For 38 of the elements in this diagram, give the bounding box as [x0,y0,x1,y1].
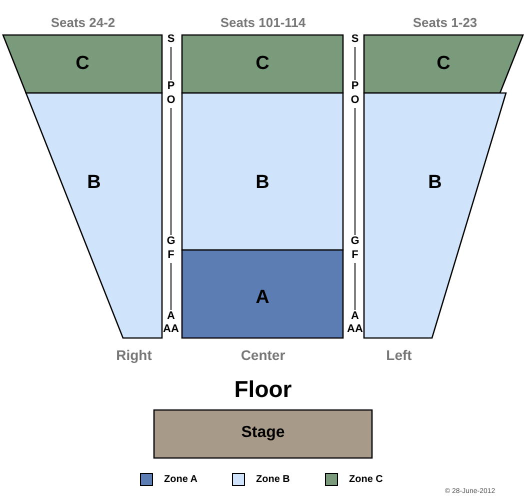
row-letter: G [350,236,360,247]
zone-letter: C [254,52,270,75]
stage-label: Stage [240,424,286,442]
row-letter: O [166,95,176,106]
row-letter: A [167,311,175,322]
zone-letter: A [254,286,270,309]
legend-label: Zone C [349,474,383,485]
seating-section [26,93,162,338]
seat-range-label: Seats 1-23 [412,16,478,29]
floor-label: Floor [234,378,292,401]
row-letter: O [350,95,360,106]
row-letter: P [351,81,359,92]
row-letter: S [351,34,359,45]
zone-letter: B [427,172,443,194]
row-letter: F [168,250,174,261]
zone-letter: B [254,172,270,194]
row-letter: P [167,81,175,92]
seating-section [364,93,506,338]
section-name: Center [240,348,286,362]
seat-range-label: Seats 24-2 [50,16,116,29]
row-letter: S [167,34,175,45]
section-name: Right [116,348,152,362]
seating-section [182,35,343,93]
zone-letter: B [86,172,102,194]
zone-letter: C [74,52,90,75]
seating-section [182,93,343,250]
stage-block [154,410,372,458]
row-letter: AA [347,324,363,335]
legend-label: Zone A [164,474,198,485]
legend-label: Zone B [256,474,290,485]
seating-section [182,250,343,338]
row-letter: G [166,236,176,247]
row-letter: AA [163,324,179,335]
row-letter: A [351,311,359,322]
zone-letter: C [436,52,452,75]
row-letter: F [352,250,358,261]
section-name: Left [386,348,412,362]
seat-range-label: Seats 101-114 [220,16,306,29]
